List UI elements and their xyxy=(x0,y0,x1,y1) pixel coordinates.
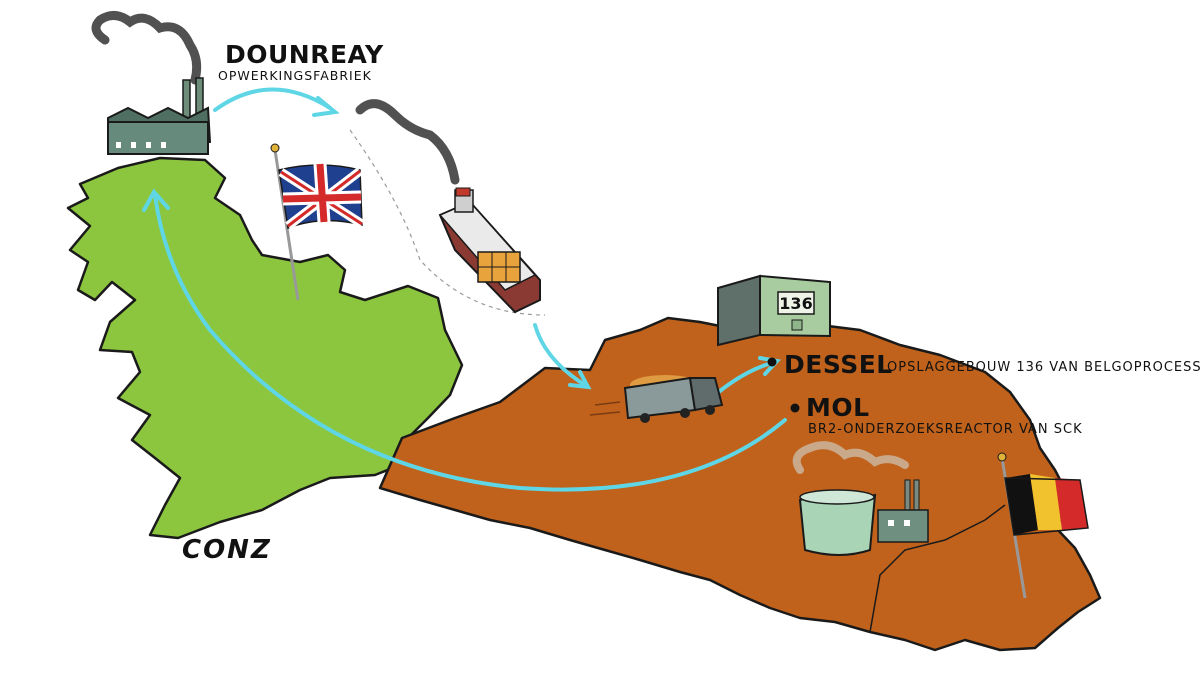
great-britain-landmass xyxy=(66,156,464,540)
mol-label: MOL xyxy=(806,393,870,422)
uk-flag-icon xyxy=(270,143,365,301)
ship-icon xyxy=(349,99,546,316)
dessel-label: DESSEL xyxy=(784,350,893,379)
arrowhead xyxy=(758,356,781,376)
arrowhead xyxy=(142,188,170,212)
belgium-flag-icon xyxy=(997,452,1089,599)
arrowhead xyxy=(568,370,592,390)
dounreay-factory-icon xyxy=(91,11,212,155)
belgium-region-border xyxy=(869,504,1006,633)
dessel-description: OPSLAGGEBOUW 136 VAN BELGOPROCESS xyxy=(887,360,1200,375)
dessel-location-marker xyxy=(767,357,777,367)
dounreay-description: OPWERKINGSFABRIEK xyxy=(218,68,372,83)
building-number: 136 xyxy=(779,294,812,313)
dounreay-label: DOUNREAY xyxy=(225,40,384,69)
arrowhead xyxy=(312,96,340,117)
mol-description: BR2-ONDERZOEKSREACTOR VAN SCK xyxy=(808,422,1083,437)
route-arrow-dounreay-to-ship xyxy=(213,87,332,112)
reactor-icon xyxy=(792,441,929,556)
route-arrow-mol-to-dounreay xyxy=(153,193,787,492)
mol-location-marker xyxy=(790,403,800,413)
truck-icon xyxy=(589,375,724,423)
route-arrow-ship-to-belgium xyxy=(533,323,587,387)
storage-building-icon: 136 xyxy=(717,274,831,347)
belgium-landmass xyxy=(378,316,1102,652)
artist-signature: CONZ xyxy=(182,535,272,565)
